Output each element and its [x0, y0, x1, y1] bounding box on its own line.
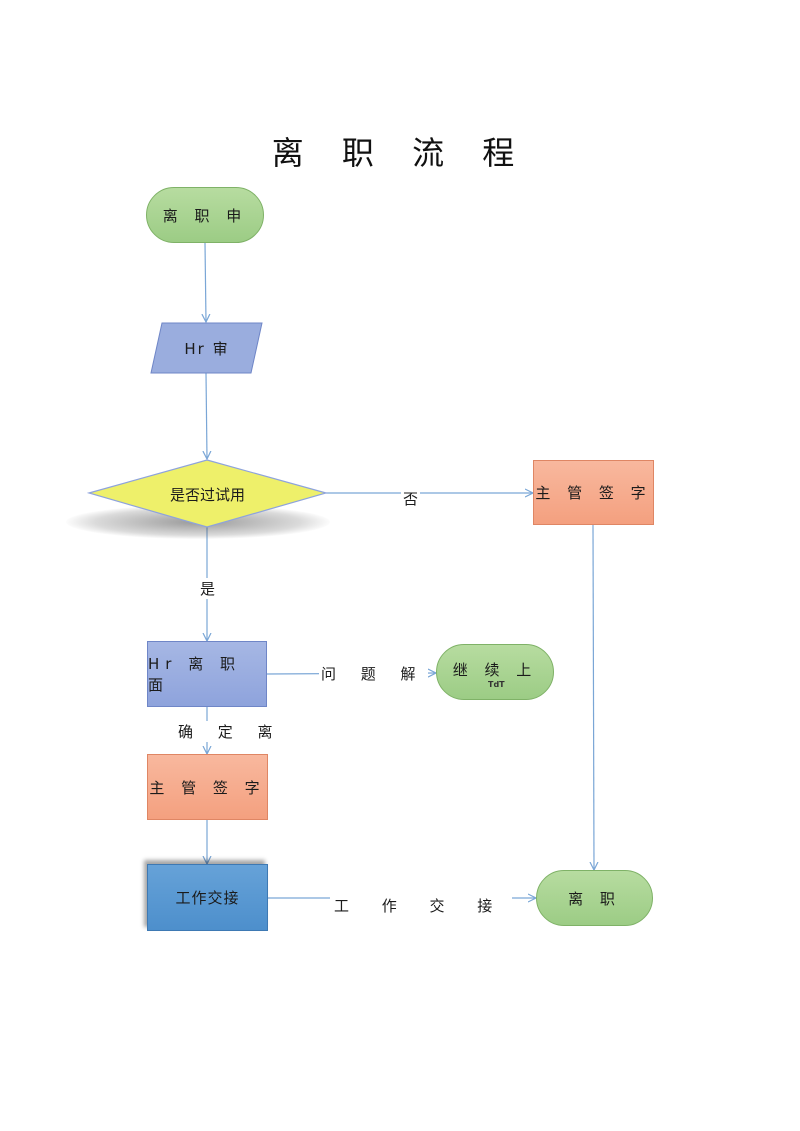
node-continue-work: 继 续 上: [436, 644, 554, 700]
node-apply: 离 职 申: [146, 187, 264, 243]
connector-apply-to-hr-review: [205, 242, 206, 322]
edge-label-confirm-leave: 确 定 离: [176, 721, 285, 742]
node-handover: 工作交接: [147, 864, 268, 931]
continue-work-label: 继 续 上: [452, 660, 538, 679]
edge-label-no: 否: [401, 488, 421, 509]
node-decision-shape: [87, 459, 328, 528]
node-manager-sign-left: 主 管 签 字: [147, 754, 268, 820]
node-hr-review-shape: [150, 322, 263, 374]
node-manager-sign-right: 主 管 签 字: [533, 460, 654, 525]
node-probation-decision: 是否过试用: [169, 485, 245, 504]
edge-label-yes: 是: [200, 578, 216, 599]
page-title: 离 职 流 程: [271, 134, 529, 172]
edge-label-problem-solved: 问 题 解: [319, 663, 428, 684]
node-hr-interview: Hr 离 职 面: [147, 641, 267, 707]
continue-work-sublabel: TdT: [488, 680, 505, 689]
node-resign: 离 职: [536, 870, 653, 926]
connector-manager-right-to-resign: [593, 524, 594, 870]
connector-hr-review-to-decision: [206, 372, 207, 459]
node-hr-review: Hr 审: [184, 339, 230, 358]
edge-label-handover: 工 作 交 接: [330, 895, 513, 916]
